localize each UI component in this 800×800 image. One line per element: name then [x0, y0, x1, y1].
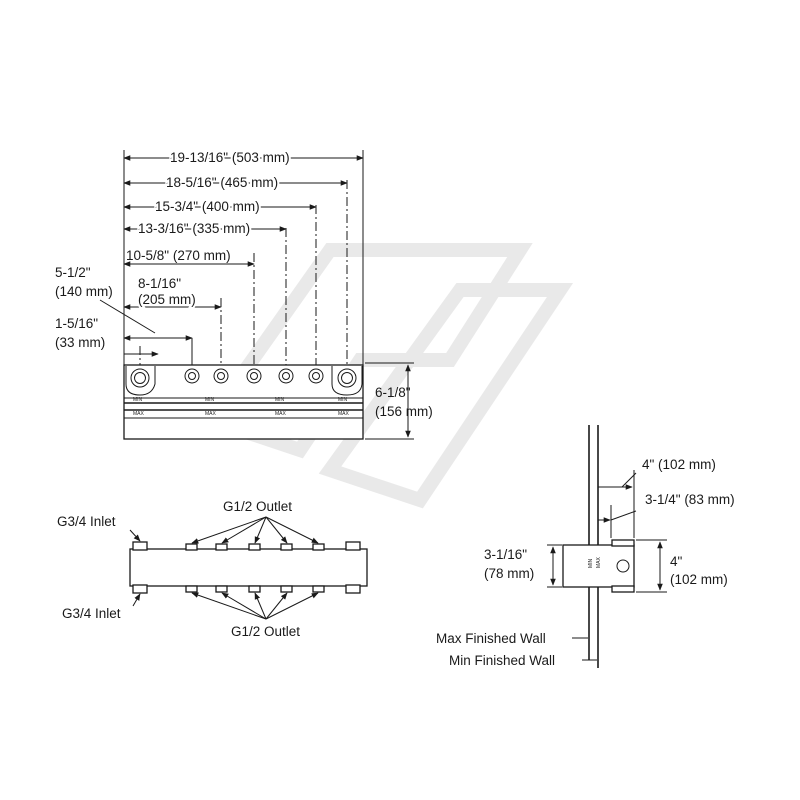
dim-label-140-a: 5-1/2" [55, 265, 91, 280]
outlet-label-bottom: G1/2 Outlet [231, 624, 300, 639]
dim-label-400: 15-3/4" (400 mm) [155, 199, 260, 214]
outlet-port-3 [246, 368, 262, 384]
max-mark-1: MAX [133, 411, 145, 417]
valve-body-plan [129, 548, 368, 587]
dim-label-205-b: (205 mm) [138, 292, 196, 307]
min-mark-4: MIN [338, 397, 348, 403]
outlet-port-2 [213, 368, 229, 384]
dim-label-156-a: 6-1/8" [375, 385, 411, 400]
valve-body-side [562, 544, 635, 588]
watermark-logo [198, 243, 574, 509]
min-mark-1: MIN [133, 397, 143, 403]
dim-label-140-b: (140 mm) [55, 284, 113, 299]
dim-label-465: 18-5/16" (465 mm) [166, 175, 278, 190]
dim-label-270: 10-5/8" (270 mm) [126, 248, 231, 263]
outlet-label-top: G1/2 Outlet [223, 499, 292, 514]
dim-label-503: 19-13/16" (503 mm) [170, 150, 290, 165]
valve-body-front [123, 364, 364, 440]
outlet-port-5 [308, 368, 324, 384]
side-max-mark: MAX [596, 557, 602, 569]
top-view: 19-13/16" (503 mm) 18-5/16" (465 mm) 15-… [55, 148, 433, 440]
side-view: MIN MAX 4" (102 mm) 3-1/4" (83 mm) 3-1/1… [436, 425, 735, 668]
dim-label-side-78-a: 3-1/16" [484, 547, 527, 562]
min-mark-2: MIN [205, 397, 215, 403]
dim-label-33-a: 1-5/16" [55, 316, 98, 331]
max-mark-2: MAX [205, 411, 217, 417]
min-mark-3: MIN [275, 397, 285, 403]
plan-view: G3/4 Inlet G3/4 Inlet G1/2 Outlet G1/2 O… [57, 499, 368, 639]
dim-label-side-102-right-a: 4" [670, 554, 683, 569]
max-mark-3: MAX [275, 411, 287, 417]
max-mark-4: MAX [338, 411, 350, 417]
dim-label-156-b: (156 mm) [375, 404, 433, 419]
dim-label-205-a: 8-1/16" [138, 276, 181, 291]
dim-label-side-78-b: (78 mm) [484, 566, 534, 581]
dim-label-side-83: 3-1/4" (83 mm) [645, 492, 735, 507]
leader-140 [99, 299, 156, 334]
outlet-port-1 [184, 368, 200, 384]
dim-label-side-102-right-b: (102 mm) [670, 572, 728, 587]
outlet-port-4 [278, 368, 294, 384]
dim-label-335: 13-3/16" (335 mm) [138, 221, 250, 236]
inlet-label-bottom: G3/4 Inlet [62, 606, 121, 621]
dim-label-33-b: (33 mm) [55, 335, 105, 350]
max-finished-wall-label: Max Finished Wall [436, 631, 546, 646]
inlet-label-top: G3/4 Inlet [57, 514, 116, 529]
min-finished-wall-label: Min Finished Wall [449, 653, 555, 668]
dim-label-side-102-top: 4" (102 mm) [642, 457, 716, 472]
side-min-mark: MIN [588, 558, 594, 568]
